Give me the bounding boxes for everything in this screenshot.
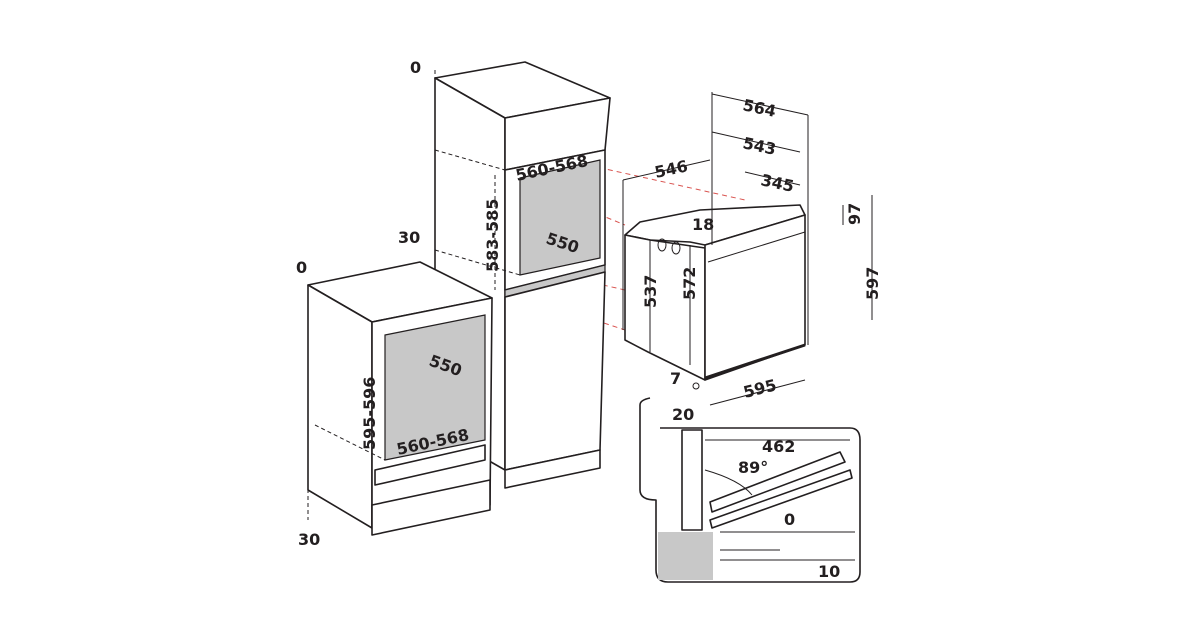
oven-depth-total: 564: [741, 95, 778, 121]
oven-top-panel: 97: [845, 203, 864, 225]
tall-top-gap: 0: [410, 58, 421, 77]
tall-niche-height: 583-585: [483, 199, 502, 272]
oven-front-thickness: 20: [672, 405, 694, 424]
tall-cabinet-cavity: [519, 159, 601, 276]
door-opening-angle: 89°: [738, 458, 768, 477]
oven-depth-top: 345: [759, 170, 796, 196]
door-detail-marker: [692, 382, 700, 390]
small-niche-height: 595-596: [360, 377, 379, 450]
door-depth: 462: [762, 437, 795, 456]
small-bottom-offset: 30: [298, 530, 320, 549]
under-counter-cabinet: [307, 261, 493, 536]
tall-side-offset: 30: [398, 228, 420, 247]
oven: [622, 92, 873, 406]
oven-depth-body: 543: [741, 133, 778, 159]
oven-width: 595: [741, 375, 778, 402]
door-gap-bottom: 10: [818, 562, 840, 581]
oven-bottom-gap: 7: [670, 369, 681, 388]
oven-front: [704, 214, 806, 381]
oven-depth-side: 546: [653, 156, 690, 182]
door-gap-top: 0: [784, 510, 795, 529]
door-detail: [639, 397, 861, 583]
oven-side-height: 537: [641, 275, 660, 308]
oven-top-offset: 18: [692, 215, 714, 234]
oven-body-height: 572: [680, 267, 699, 300]
oven-front-height: 597: [863, 267, 882, 300]
small-top-gap: 0: [296, 258, 307, 277]
